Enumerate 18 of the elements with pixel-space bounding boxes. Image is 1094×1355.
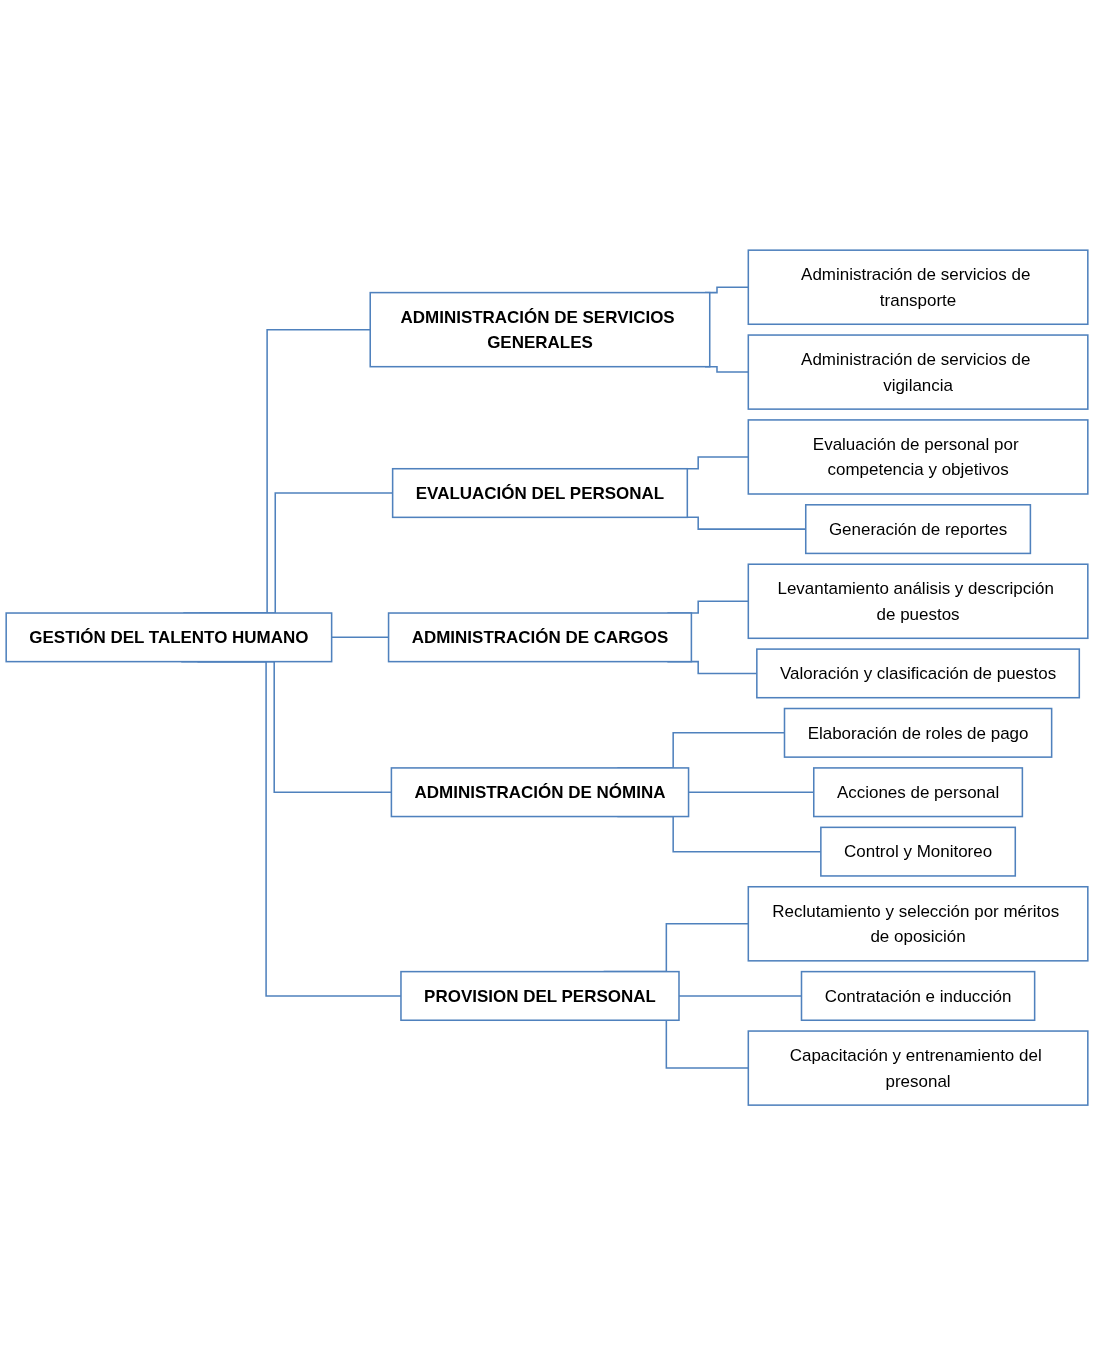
node-box: Contratación e inducción [800,970,1036,1021]
node-box: ADMINISTRACIÓN DE SERVICIOS GENERALES [369,291,711,368]
node-box: Levantamiento análisis y descripción de puestos [747,563,1089,639]
node-box: ADMINISTRACIÓN DE NÓMINA [390,767,690,818]
node-box: ADMINISTRACIÓN DE CARGOS [387,612,693,663]
node-box: Reclutamiento y selección por méritos de oposición [747,885,1089,962]
node-box: Elaboración de roles de pago [783,707,1053,758]
node-box: EVALUACIÓN DEL PERSONAL [391,467,689,518]
node-box: PROVISION DEL PERSONAL [400,970,680,1021]
node-box: Control y Monitoreo [820,826,1017,877]
node-box: Evaluación de personal por competencia y objetivos [747,419,1089,495]
node-box: GESTIÓN DEL TALENTO HUMANO [5,612,333,663]
node-box: Valoración y clasificación de puestos [756,648,1081,699]
node-box: Acciones de personal [813,767,1024,818]
node-box: Generación de reportes [804,503,1032,555]
node-box: Administración de servicios de transporte [747,249,1089,325]
node-box: Capacitación y entrenamiento del presonal [747,1030,1089,1106]
node-box: Administración de servicios de vigilancia [747,334,1089,410]
